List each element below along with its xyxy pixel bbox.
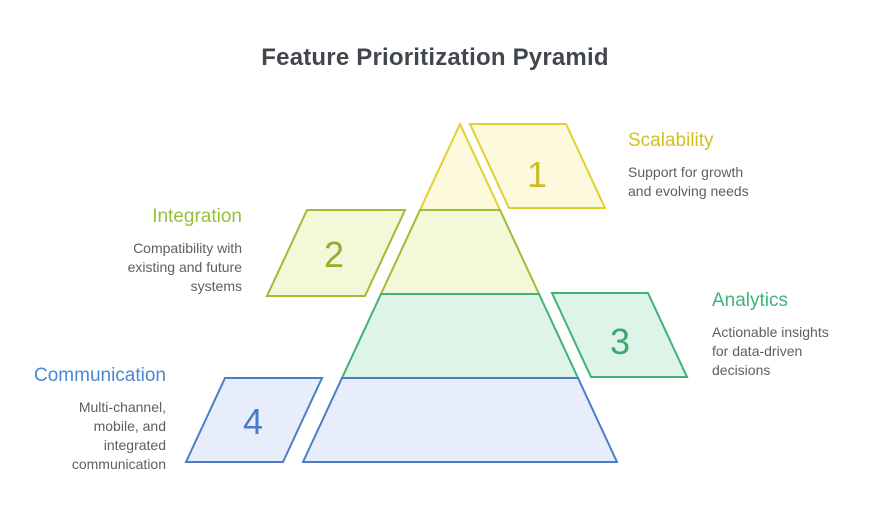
tag-number-analytics: 3 xyxy=(610,321,630,362)
description-line: communication xyxy=(71,456,166,472)
label-block-communication: Communication Multi-channel, mobile, and… xyxy=(0,364,166,474)
level-name-communication: Communication xyxy=(34,365,166,386)
pyramid-band-integration xyxy=(379,209,541,295)
number-tag-analytics xyxy=(550,292,689,378)
pyramid-band-communication xyxy=(301,377,619,463)
level-name-integration: Integration xyxy=(152,206,242,227)
description-line: Compatibility with xyxy=(133,240,242,256)
pyramid-band-analytics xyxy=(340,293,580,379)
level-description-scalability: Support for growth and evolving needs xyxy=(628,163,808,201)
label-block-analytics: Analytics Actionable insights for data-d… xyxy=(712,289,870,380)
diagram-title: Feature Prioritization Pyramid xyxy=(261,44,609,71)
tag-number-integration: 2 xyxy=(324,234,344,275)
number-tag-integration xyxy=(265,209,407,297)
description-line: Support for growth xyxy=(628,164,744,180)
number-tag-scalability xyxy=(468,123,607,209)
description-line: systems xyxy=(190,278,242,294)
tag-number-scalability: 1 xyxy=(527,154,547,195)
description-line: decisions xyxy=(712,362,771,378)
level-description-analytics: Actionable insights for data-driven deci… xyxy=(712,323,870,380)
description-line: Actionable insights xyxy=(712,324,829,340)
level-name-analytics: Analytics xyxy=(712,290,789,311)
description-line: Multi-channel, xyxy=(78,399,166,415)
description-line: integrated xyxy=(103,437,166,453)
label-block-integration: Integration Compatibility with existing … xyxy=(32,205,242,296)
label-block-scalability: Scalability Support for growth and evolv… xyxy=(628,129,808,201)
tag-number-communication: 4 xyxy=(243,401,263,442)
description-line: for data-driven xyxy=(712,343,803,359)
level-description-integration: Compatibility with existing and future s… xyxy=(32,239,242,296)
description-line: and evolving needs xyxy=(628,183,749,199)
level-name-scalability: Scalability xyxy=(628,130,714,151)
description-line: mobile, and xyxy=(93,418,166,434)
description-line: existing and future xyxy=(127,259,242,275)
number-tag-communication xyxy=(184,377,324,463)
level-description-communication: Multi-channel, mobile, and integrated co… xyxy=(0,398,166,474)
